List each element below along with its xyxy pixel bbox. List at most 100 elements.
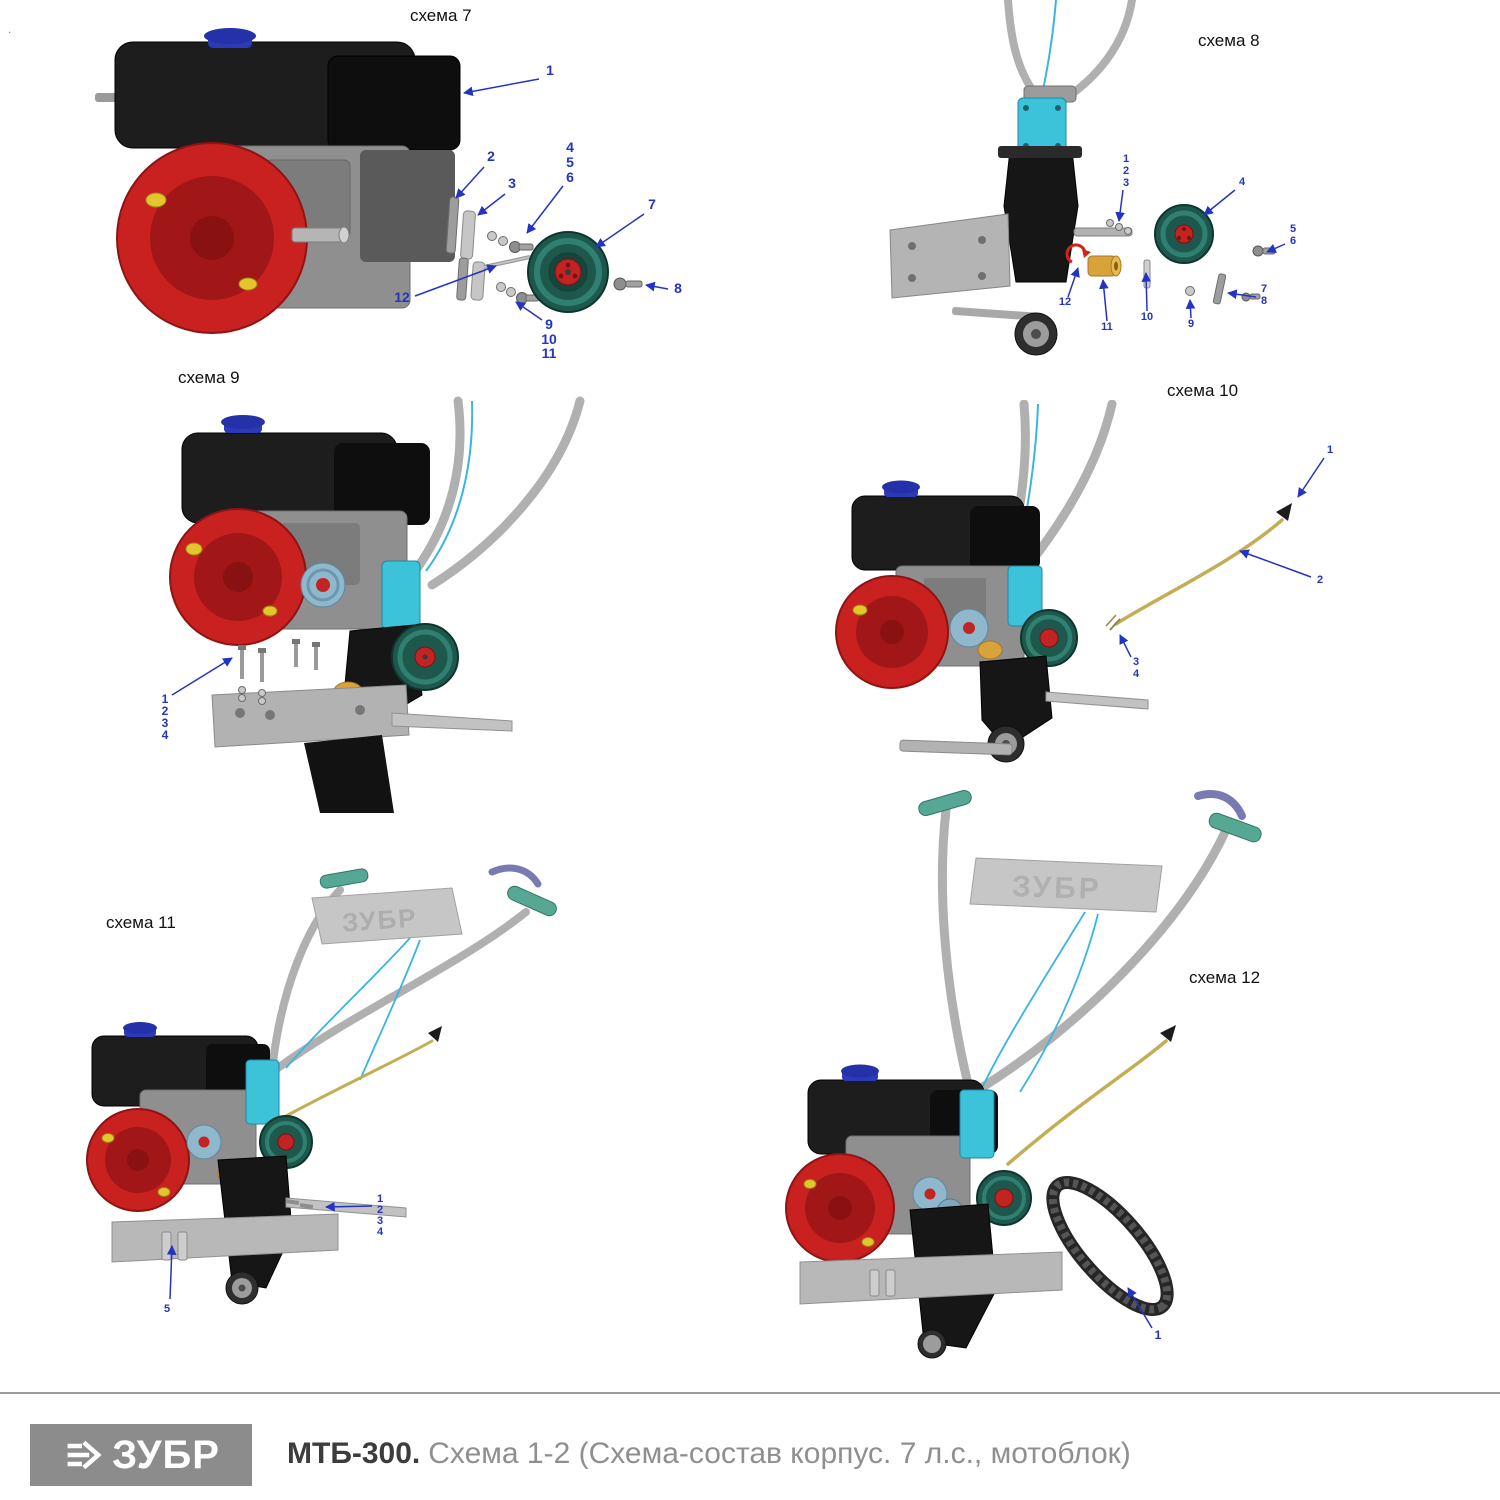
callout-arrow — [1067, 267, 1080, 298]
control-cable — [1040, 0, 1057, 101]
rotation-arrow — [1065, 243, 1087, 264]
callout-label: 3 — [1123, 177, 1129, 189]
transmission-assembly — [889, 0, 1136, 356]
callout-arrow — [1185, 299, 1196, 319]
page-caption: МТБ-300.Схема 1-2 (Схема-состав корпус. … — [287, 1437, 1131, 1471]
zubr-logo-arrow-icon — [67, 1440, 102, 1470]
callouts: 1 2 3 4 5 — [164, 1193, 384, 1315]
scheme-12-illustration: ЗУБР — [785, 789, 1262, 1359]
callout-arrow — [645, 281, 669, 292]
handlebar-tube — [973, 825, 1231, 1095]
throttle-cable — [1006, 1039, 1168, 1166]
clutch-lever — [1194, 790, 1246, 820]
callout-arrow — [477, 193, 506, 216]
throttle-cable — [1114, 518, 1284, 626]
callout-label: 3 — [1133, 656, 1139, 668]
zubr-logo: ЗУБР — [30, 1424, 252, 1486]
callout-arrow — [455, 166, 485, 199]
callout-label: 9 — [1188, 318, 1194, 330]
scheme-12-title: схема 12 — [1189, 968, 1261, 987]
callout-arrow — [1099, 279, 1109, 322]
handlebar-tube — [413, 396, 465, 572]
callout-label: 4 — [1133, 668, 1140, 680]
callout-label: 12 — [1059, 296, 1071, 308]
callout-arrow — [1227, 289, 1257, 300]
engine-transmission-assembly — [169, 396, 585, 813]
callout-label: 1 — [546, 62, 554, 78]
callout-label: 2 — [487, 148, 495, 164]
callout-label: 8 — [674, 280, 682, 296]
callout-label: 7 — [648, 196, 656, 212]
callout-arrow — [463, 78, 540, 97]
left-grip — [319, 868, 369, 889]
handlebar-tube — [937, 805, 973, 1089]
engine-assembly — [95, 28, 461, 334]
callout-arrow — [414, 264, 497, 297]
output-shaft — [1073, 227, 1133, 237]
callout-label: 7 — [1261, 283, 1267, 295]
model-name: МТБ-300. — [287, 1437, 421, 1470]
control-cable — [359, 939, 421, 1081]
zubr-logo-text: ЗУБР — [112, 1433, 220, 1477]
callout-arrow — [325, 1201, 373, 1212]
scheme-8-title: схема 8 — [1198, 31, 1260, 50]
callout-label: 4 — [566, 139, 574, 155]
throttle-cable — [284, 1039, 434, 1118]
mount-bracket-cyan — [959, 1089, 995, 1159]
callout-arrow — [1297, 457, 1325, 498]
depth-bar — [391, 712, 513, 732]
skid-plate — [799, 1251, 1063, 1305]
left-grip — [918, 789, 972, 817]
callout-arrow — [1127, 1287, 1153, 1329]
callout-label: 2 — [377, 1204, 383, 1216]
mounting-plate — [889, 213, 1011, 299]
motoblock-assembly: ЗУБР — [86, 864, 557, 1305]
callout-label: 5 — [1290, 223, 1296, 235]
scheme-11-illustration: ЗУБР — [86, 864, 557, 1315]
control-cable — [425, 400, 474, 572]
cable-end-cap — [428, 1026, 442, 1042]
depth-bar — [285, 1197, 407, 1218]
handlebar-panel — [969, 857, 1163, 913]
callout-arrow — [1141, 272, 1152, 312]
callout-arrow — [1119, 634, 1132, 658]
callout-label: 1 — [162, 692, 169, 706]
handlebar-panel — [311, 887, 463, 945]
scheme-8-illustration: 1 2 3 4 5 6 12 11 10 9 7 8 — [889, 0, 1296, 356]
handlebar-tube — [427, 396, 585, 590]
callout-label: 4 — [162, 728, 169, 742]
stray-mark: . — [8, 22, 12, 36]
callouts: 1 — [1127, 1287, 1162, 1342]
clutch-lever — [488, 864, 542, 888]
zubr-watermark: ЗУБР — [341, 902, 418, 937]
engine-transmission-assembly — [835, 400, 1149, 763]
exploded-studs — [238, 639, 320, 705]
gearbox-body — [1003, 149, 1079, 283]
drive-pulley — [527, 231, 643, 313]
callout-arrow — [595, 213, 645, 248]
skid-plate — [111, 1213, 339, 1263]
callout-label: 2 — [162, 704, 169, 718]
pulley-bolt — [613, 277, 627, 291]
callout-label: 1 — [1155, 1328, 1162, 1342]
control-cable — [285, 937, 411, 1069]
transmission-column — [304, 735, 394, 813]
callouts: 1 2 3 4 5 6 7 8 12 9 10 11 — [394, 62, 682, 361]
callout-label: 3 — [508, 175, 516, 191]
callout-label: 1 — [1327, 444, 1333, 456]
mount-bracket-cyan — [381, 560, 421, 630]
right-grip — [1208, 812, 1262, 843]
handlebar-tube — [1062, 0, 1136, 102]
handlebar-tube — [274, 908, 530, 1072]
callout-arrow — [515, 301, 543, 321]
callout-label: 11 — [1101, 321, 1113, 333]
callout-label: 1 — [1123, 153, 1129, 165]
callout-label: 3 — [162, 716, 169, 730]
callouts: 1 2 3 4 — [1119, 444, 1333, 680]
callout-label: 12 — [394, 289, 410, 305]
callout-label: 2 — [1123, 165, 1129, 177]
scheme-7-title: схема 7 — [410, 6, 472, 25]
throttle-cable-parts — [1105, 503, 1292, 631]
callout-label: 5 — [164, 1303, 170, 1315]
